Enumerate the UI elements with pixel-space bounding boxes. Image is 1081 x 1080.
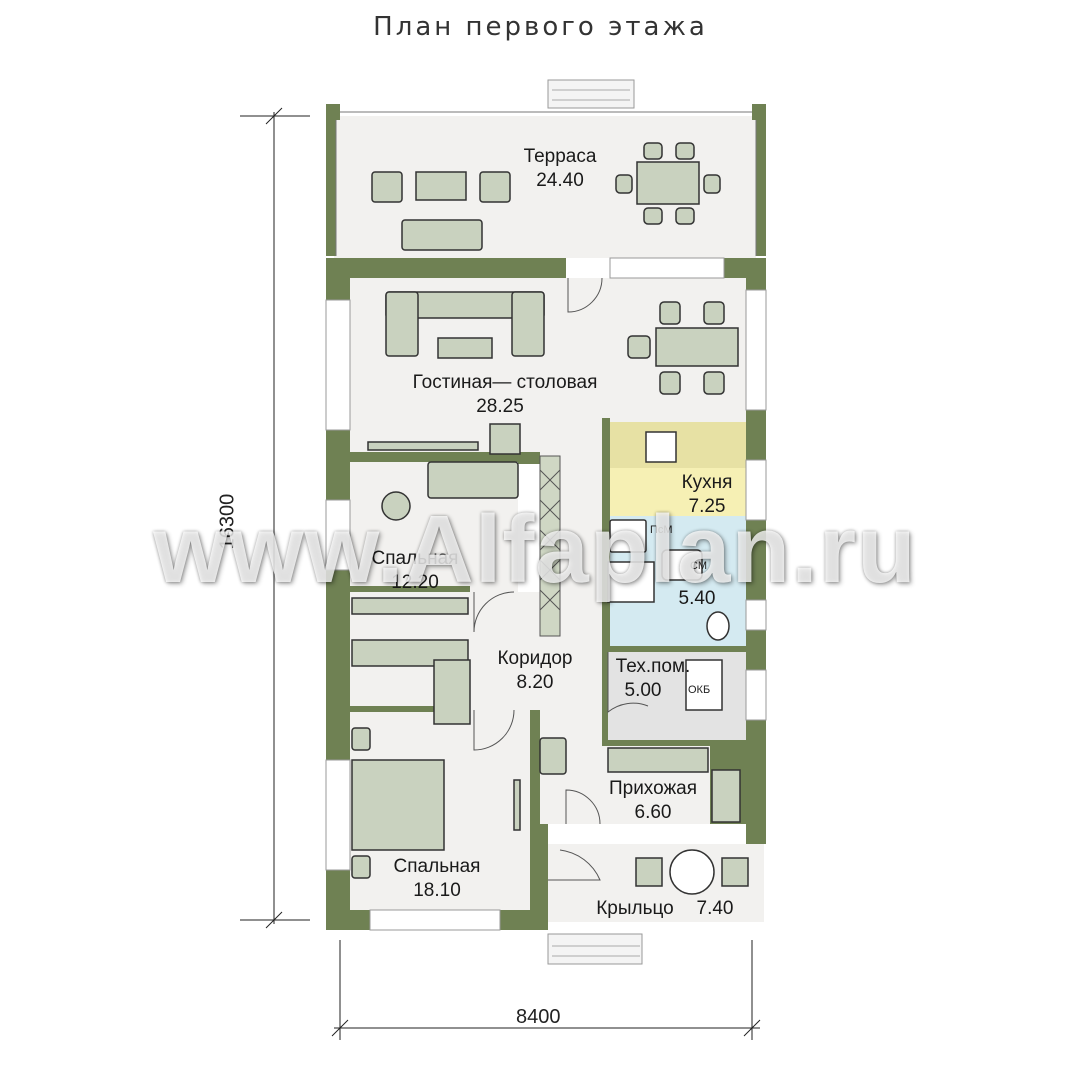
page-title: План первого этажа: [373, 12, 708, 42]
living-area: 28.25: [476, 396, 524, 417]
bedroom1-name: Спальная: [371, 548, 459, 569]
porch-name: Крыльцо: [596, 898, 674, 919]
bedroom1-furniture: [351, 461, 519, 725]
dimension-lines: [240, 107, 761, 1040]
bedroom2-area: 18.10: [413, 880, 461, 901]
doors: [473, 277, 649, 881]
terrace-furniture: [371, 142, 721, 251]
hall-area: 6.60: [634, 802, 672, 823]
chimney-hatch: [539, 469, 561, 611]
bedroom1-area: 12.20: [391, 572, 439, 593]
terrace-area: 24.40: [536, 170, 584, 191]
living-name: Гостиная— столовая: [412, 372, 598, 393]
tech-area: 5.00: [624, 680, 662, 701]
bathroom-area: 5.40: [678, 588, 716, 609]
chimney-block: [539, 455, 561, 637]
fixtures: [607, 431, 741, 823]
corridor-area: 8.20: [516, 672, 554, 693]
pm-label: ПсМ: [650, 524, 673, 536]
living-furniture: [367, 291, 739, 455]
boiler-label: ОКБ: [688, 684, 711, 696]
kitchen-name: Кухня: [681, 472, 733, 493]
porch-furniture: [635, 849, 749, 895]
dimension-width: 8400: [516, 1006, 561, 1028]
step-bottom: [547, 933, 643, 965]
kitchen-area: 7.25: [688, 496, 726, 517]
bedroom2-furniture: [351, 727, 567, 879]
tech-name: Тех.пом.: [615, 656, 691, 677]
watermark: www.Alfaplan.ru: [153, 496, 917, 603]
step-top: [547, 79, 635, 109]
terrace-name: Терраса: [523, 146, 597, 167]
terrace-rail: [335, 111, 757, 256]
porch-area: 7.40: [696, 898, 734, 919]
corridor-name: Коридор: [497, 648, 573, 669]
bedroom2-name: Спальная: [393, 856, 481, 877]
windows: [325, 257, 767, 931]
sm-label: СМ: [690, 560, 707, 572]
hall-name: Прихожая: [608, 778, 698, 799]
